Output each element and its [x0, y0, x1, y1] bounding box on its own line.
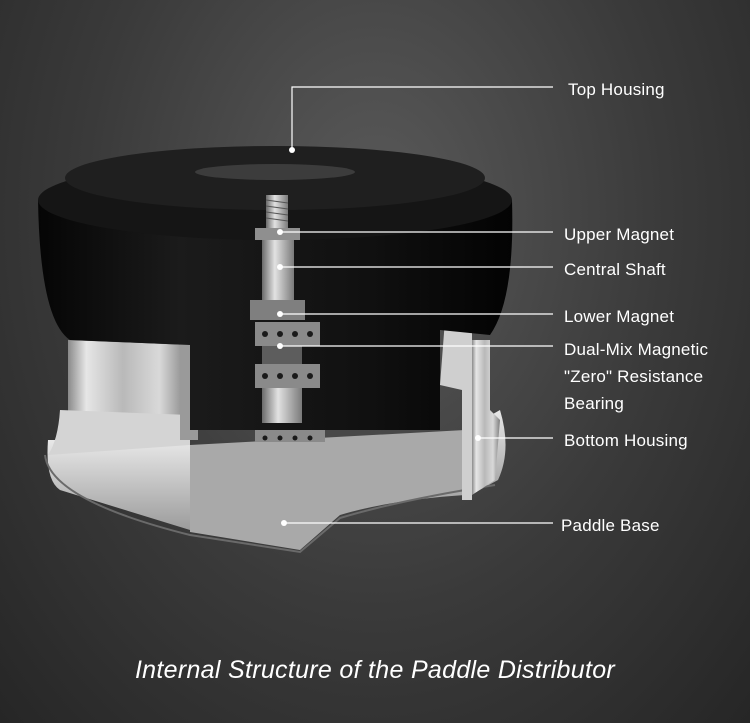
central-shaft-shape — [250, 195, 325, 442]
label-central-shaft: Central Shaft — [564, 260, 666, 279]
paddle-base-shape — [44, 410, 506, 554]
label-paddle-base: Paddle Base — [561, 516, 660, 535]
leader-top-housing — [291, 86, 553, 150]
anchor-lower-magnet — [277, 311, 283, 317]
label-top-housing: Top Housing — [568, 80, 665, 99]
anchor-top-housing — [289, 147, 295, 153]
callout-anchor-dots — [277, 147, 481, 526]
anchor-bearing — [277, 343, 283, 349]
callout-leader-lines — [280, 86, 553, 524]
label-bearing: Dual-Mix Magnetic "Zero" Resistance Bear… — [564, 340, 709, 414]
diagram-caption: Internal Structure of the Paddle Distrib… — [134, 656, 616, 684]
label-lower-magnet: Lower Magnet — [564, 307, 675, 326]
label-bottom-housing: Bottom Housing — [564, 431, 688, 450]
label-upper-magnet: Upper Magnet — [564, 225, 675, 244]
anchor-paddle-base — [281, 520, 287, 526]
anchor-upper-magnet — [277, 229, 283, 235]
anchor-central-shaft — [277, 264, 283, 270]
anchor-bottom-housing — [475, 435, 481, 441]
